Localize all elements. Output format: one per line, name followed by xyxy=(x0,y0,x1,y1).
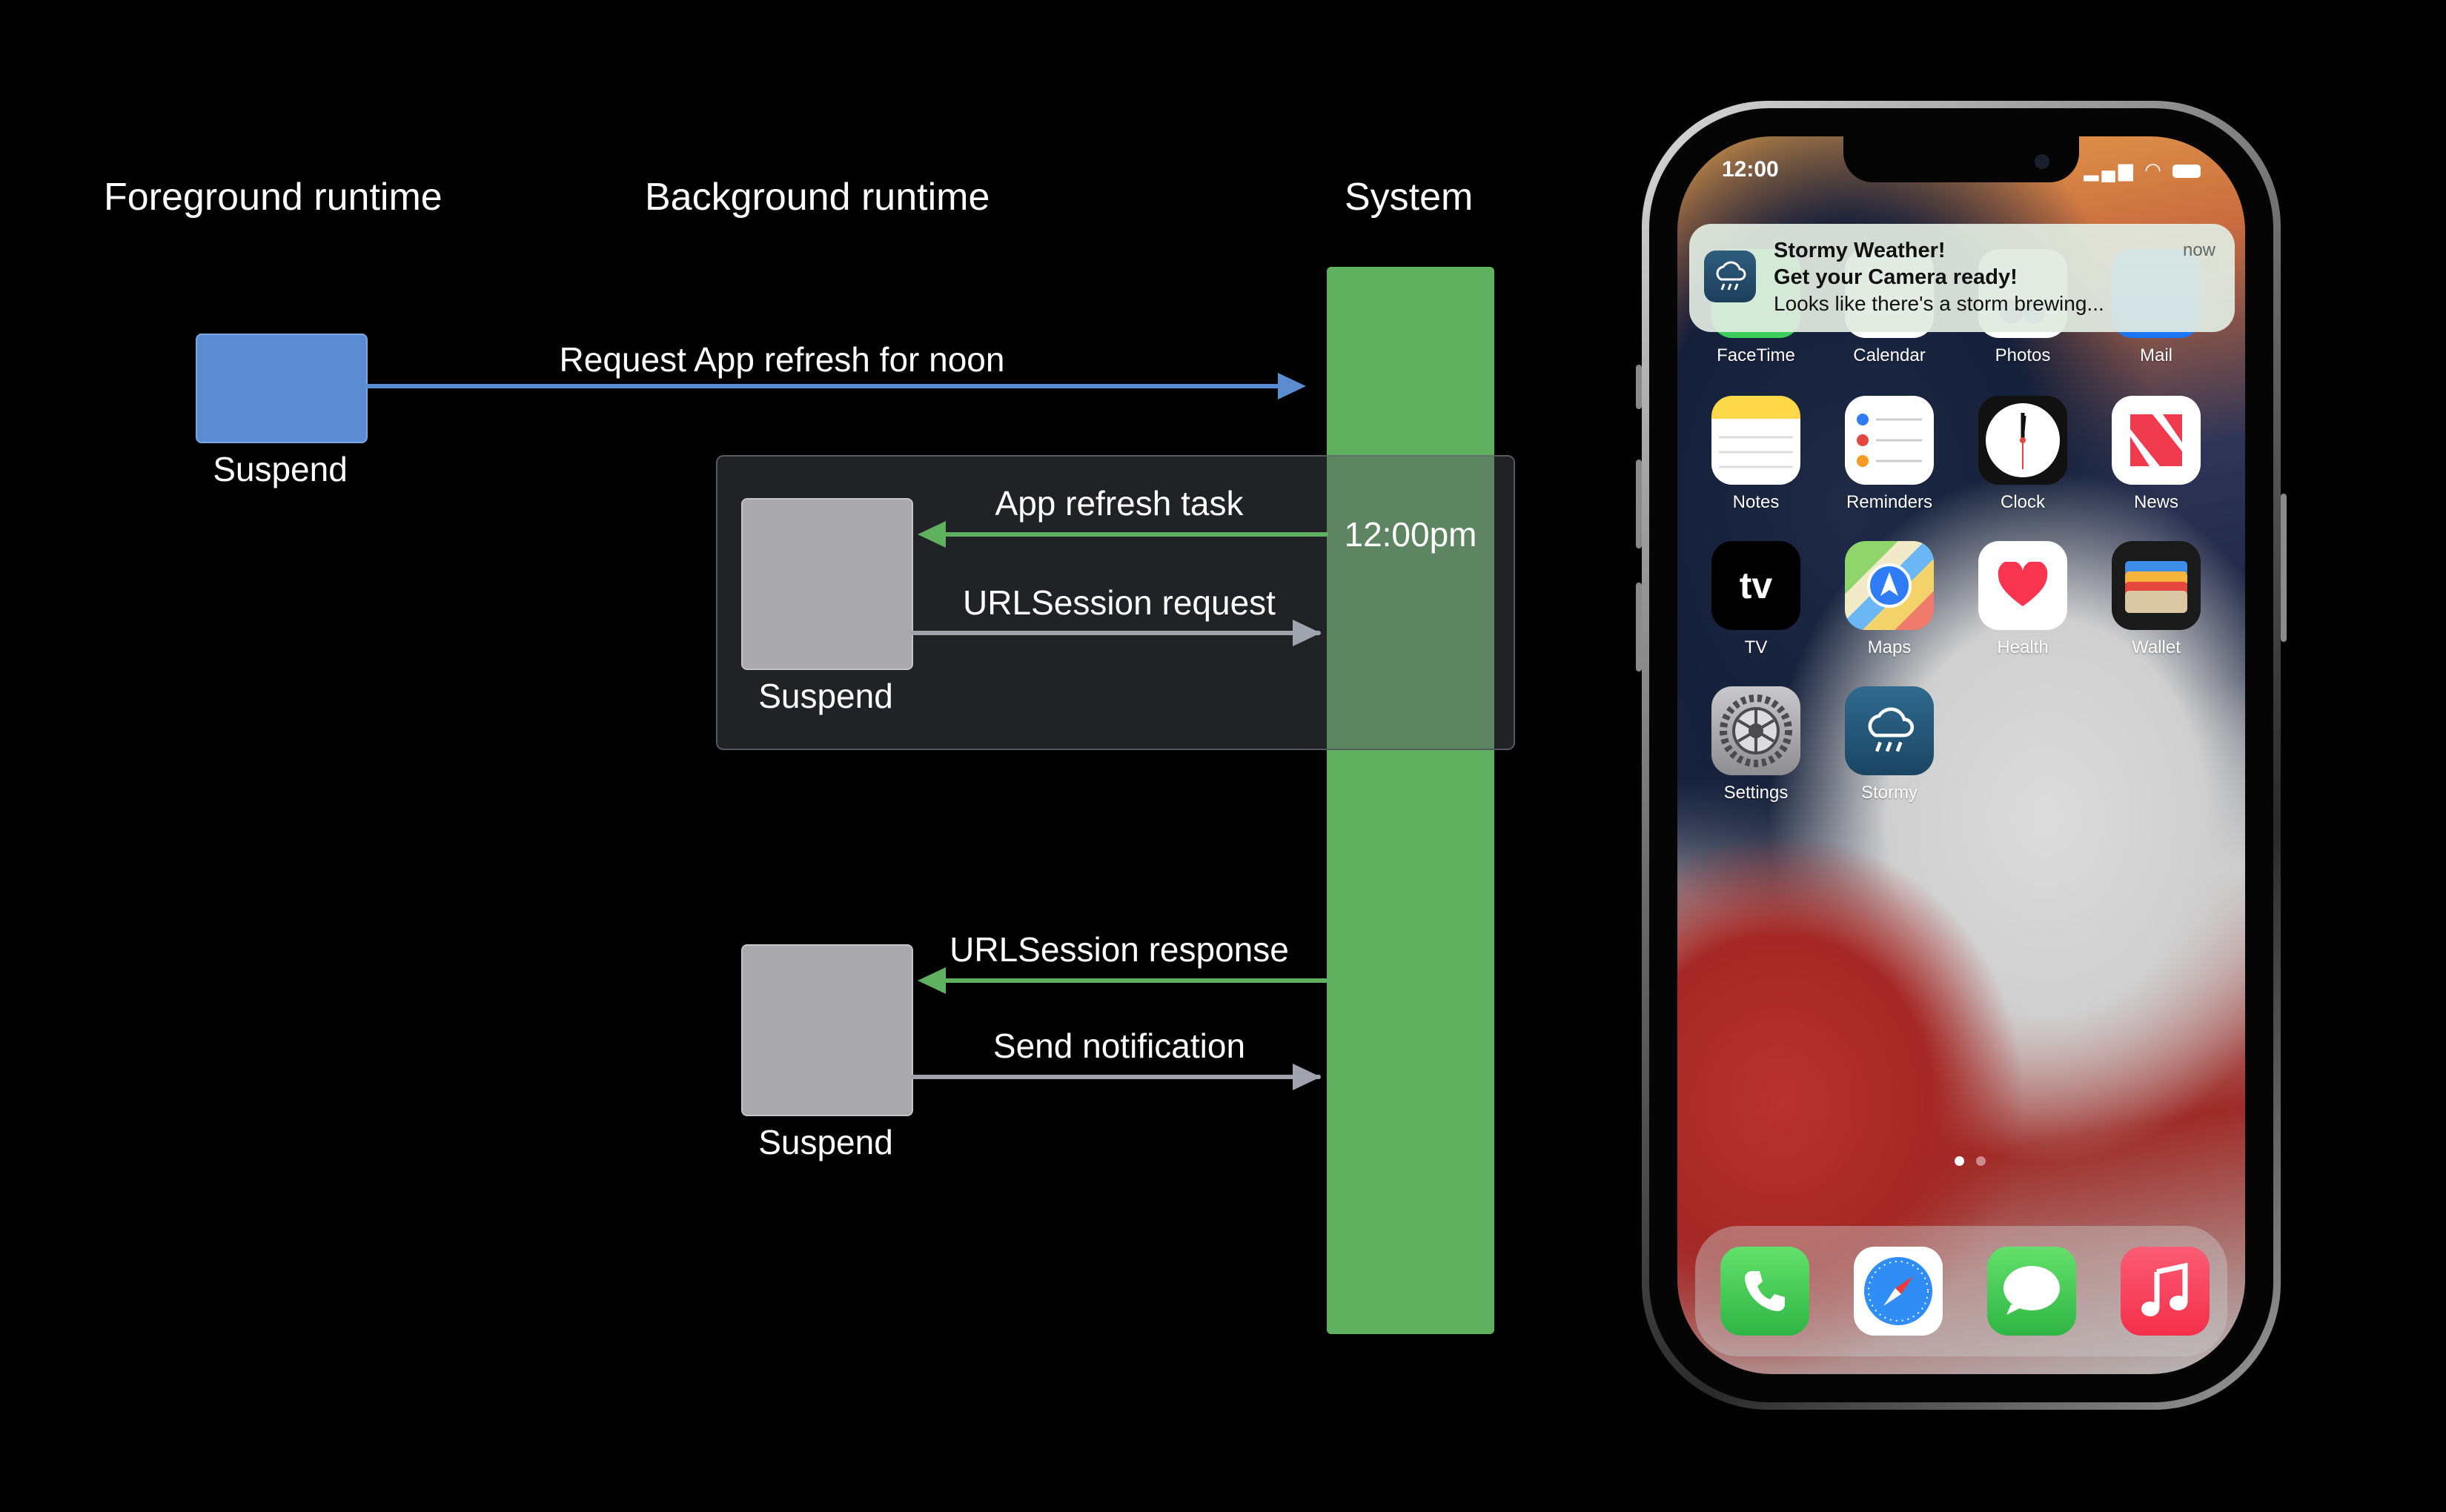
volume-down-button xyxy=(1636,583,1642,672)
reminders-icon xyxy=(1845,396,1934,485)
urlsession-response-arrow-line xyxy=(941,978,1328,983)
send-notification-arrowhead xyxy=(1293,1064,1321,1090)
app-label: Reminders xyxy=(1846,492,1933,512)
suspend-label-background-1: Suspend xyxy=(758,677,893,715)
wifi-icon: ◠ xyxy=(2144,159,2164,181)
side-button xyxy=(2281,494,2287,642)
health-icon xyxy=(1978,541,2067,630)
urlsession-request-arrow-line xyxy=(910,631,1321,635)
notification-subtitle: Get your Camera ready! xyxy=(1774,265,2018,289)
home-screen: 12:00 ▂▄▆ ◠ FaceTime Calendar Photos xyxy=(1677,136,2245,1374)
notification-body: Looks like there's a storm brewing... xyxy=(1774,292,2104,315)
app-label: Settings xyxy=(1723,783,1789,803)
status-bar-icons: ▂▄▆ ◠ xyxy=(2084,159,2201,182)
clock-icon xyxy=(1978,396,2067,485)
tv-glyph: tv xyxy=(1739,565,1773,606)
app-clock[interactable]: Clock xyxy=(1956,396,2089,513)
urlsession-request-arrowhead xyxy=(1293,620,1321,646)
notch xyxy=(1843,136,2079,182)
system-time-label: 12:00pm xyxy=(1344,515,1477,554)
stormy-icon xyxy=(1845,686,1934,775)
app-health[interactable]: Health xyxy=(1956,541,2089,658)
status-bar-time: 12:00 xyxy=(1722,157,1779,182)
suspend-label-background-2: Suspend xyxy=(758,1123,893,1161)
system-timeline-bar xyxy=(1327,267,1494,1334)
app-label: Mail xyxy=(2139,345,2172,365)
app-tv[interactable]: tv TV xyxy=(1689,541,1823,658)
volume-up-button xyxy=(1636,460,1642,548)
background-app-block-1 xyxy=(741,498,913,670)
app-label: Health xyxy=(1997,637,2049,657)
settings-icon xyxy=(1711,686,1800,775)
suspend-label-foreground: Suspend xyxy=(213,450,348,488)
column-title-foreground: Foreground runtime xyxy=(104,176,443,219)
app-stormy[interactable]: Stormy xyxy=(1823,686,1956,803)
app-label: Wallet xyxy=(2132,637,2181,657)
tv-icon: tv xyxy=(1711,541,1800,630)
notes-icon xyxy=(1711,396,1800,485)
request-arrow-line xyxy=(365,384,1284,388)
request-arrowhead xyxy=(1278,373,1306,399)
signal-icon: ▂▄▆ xyxy=(2084,159,2136,181)
app-label: Calendar xyxy=(1853,345,1926,365)
column-title-background: Background runtime xyxy=(645,176,990,219)
notification-time: now xyxy=(2182,240,2215,260)
app-refresh-arrowhead xyxy=(918,521,946,548)
wallet-icon xyxy=(2112,541,2201,630)
app-label: TV xyxy=(1744,637,1768,657)
app-label: Maps xyxy=(1867,637,1912,657)
page-indicator[interactable] xyxy=(1949,1156,1992,1170)
request-app-refresh-label: Request App refresh for noon xyxy=(559,340,1005,379)
urlsession-response-label: URLSession response xyxy=(949,930,1289,969)
foreground-app-block xyxy=(196,334,368,443)
messages-icon[interactable] xyxy=(1987,1247,2076,1336)
app-news[interactable]: News xyxy=(2089,396,2223,513)
app-label: Notes xyxy=(1732,492,1780,512)
urlsession-response-arrowhead xyxy=(918,967,946,994)
rain-cloud-icon xyxy=(1704,251,1756,302)
camera-icon xyxy=(2035,154,2049,169)
app-reminders[interactable]: Reminders xyxy=(1823,396,1956,513)
app-label: FaceTime xyxy=(1717,345,1795,365)
background-app-block-2 xyxy=(741,944,913,1116)
app-label: Clock xyxy=(2000,492,2045,512)
dock xyxy=(1695,1226,2227,1356)
page-dot-active xyxy=(1955,1156,1964,1166)
phone-icon[interactable] xyxy=(1720,1247,1809,1336)
app-notes[interactable]: Notes xyxy=(1689,396,1823,513)
app-refresh-arrow-line xyxy=(941,532,1328,537)
app-label: News xyxy=(2133,492,2178,512)
app-label: Photos xyxy=(1995,345,2051,365)
ringer-switch xyxy=(1636,365,1642,409)
page-dot xyxy=(1976,1156,1986,1166)
news-icon xyxy=(2112,396,2201,485)
app-label: Stormy xyxy=(1860,783,1918,803)
app-refresh-task-label: App refresh task xyxy=(995,484,1244,523)
iphone-device: 12:00 ▂▄▆ ◠ FaceTime Calendar Photos xyxy=(1636,101,2287,1410)
app-wallet[interactable]: Wallet xyxy=(2089,541,2223,658)
column-title-system: System xyxy=(1345,176,1474,219)
maps-icon xyxy=(1845,541,1934,630)
send-notification-arrow-line xyxy=(910,1075,1321,1079)
send-notification-label: Send notification xyxy=(992,1027,1246,1065)
app-settings[interactable]: Settings xyxy=(1689,686,1823,803)
app-maps[interactable]: Maps xyxy=(1823,541,1956,658)
system-highlight-overlay xyxy=(1327,455,1494,749)
urlsession-request-label: URLSession request xyxy=(963,583,1276,622)
music-icon[interactable] xyxy=(2121,1247,2210,1336)
notification-title: Stormy Weather! xyxy=(1774,239,1946,262)
battery-icon xyxy=(2172,165,2201,179)
notification-banner[interactable]: Stormy Weather! Get your Camera ready! L… xyxy=(1689,224,2235,332)
safari-icon[interactable] xyxy=(1854,1247,1943,1336)
